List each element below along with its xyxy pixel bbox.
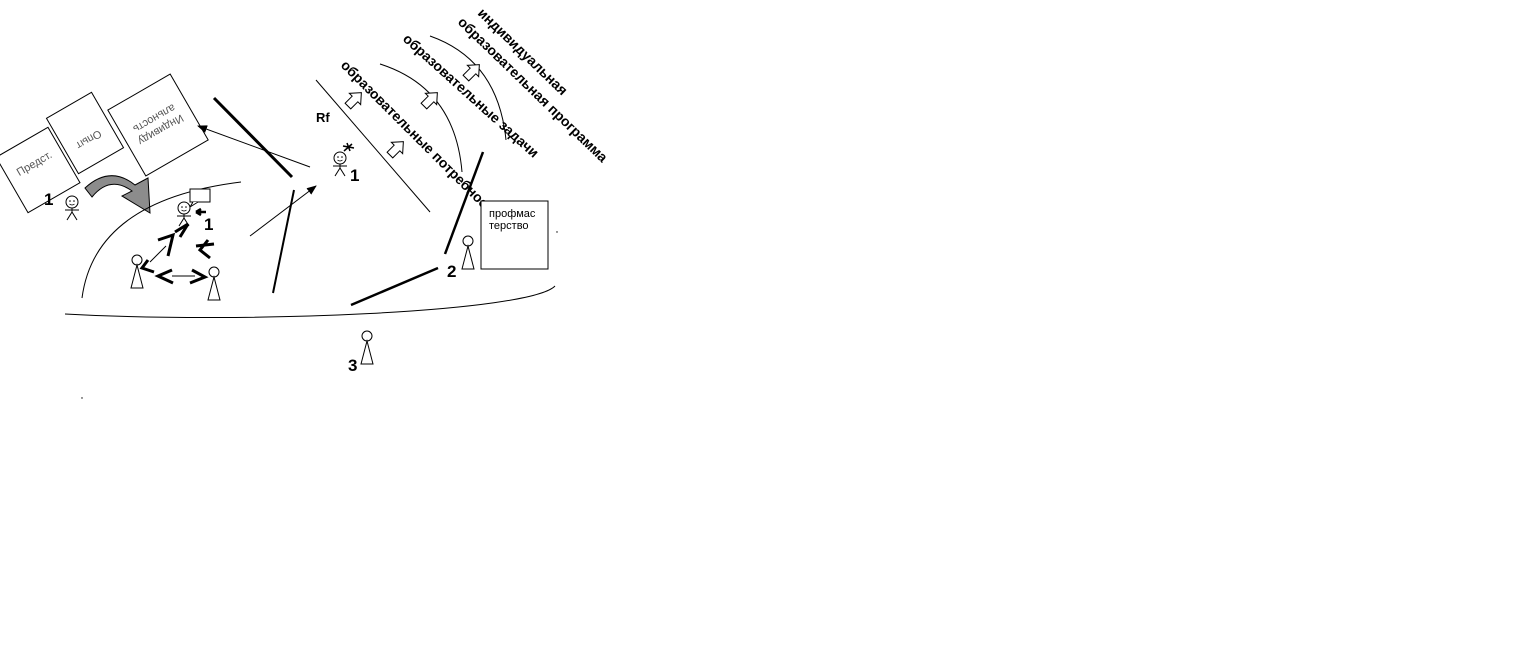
person-icon bbox=[461, 235, 475, 270]
profbox-line2: терство bbox=[489, 220, 529, 232]
arc-label-needs: образовательные потребности bbox=[338, 57, 503, 222]
arrow-to-rf bbox=[249, 185, 317, 237]
outer-arc bbox=[64, 285, 556, 318]
program-arc bbox=[429, 35, 507, 141]
not-equal-mark bbox=[195, 239, 215, 260]
profmasterstvo-box: профмас терство bbox=[480, 200, 549, 270]
star-icon bbox=[342, 142, 355, 152]
greater-than-mark bbox=[189, 268, 209, 285]
label-num-left: 1 bbox=[44, 190, 53, 209]
hollow-arrow-icon bbox=[417, 86, 444, 113]
hollow-arrow-icon bbox=[383, 135, 410, 162]
speech-bubble-icon bbox=[189, 188, 211, 208]
tasks-arc bbox=[379, 63, 463, 173]
curved-arrow-icon bbox=[84, 175, 151, 214]
double-arrow-icon bbox=[149, 245, 167, 263]
dot bbox=[556, 231, 558, 233]
thick-line bbox=[443, 151, 485, 255]
label-num-three: 3 bbox=[348, 356, 357, 375]
card-opyt: Опыт bbox=[45, 91, 125, 175]
label-rf: Rf bbox=[316, 110, 330, 125]
smiley-figure-icon bbox=[176, 201, 192, 227]
dot bbox=[81, 397, 83, 399]
label-num-rf: 1 bbox=[350, 166, 359, 185]
thick-line bbox=[212, 96, 294, 179]
angle-mark bbox=[157, 232, 176, 257]
person-icon bbox=[130, 254, 144, 289]
pointer-icon bbox=[195, 207, 206, 217]
label-num-center: 1 bbox=[204, 215, 213, 234]
person-icon bbox=[360, 330, 374, 365]
angle-mark bbox=[174, 222, 190, 238]
angle-mark bbox=[139, 259, 155, 274]
inner-arc bbox=[81, 181, 242, 299]
smiley-figure-icon bbox=[64, 195, 80, 221]
less-than-mark bbox=[154, 268, 174, 285]
smiley-figure-icon bbox=[332, 151, 348, 177]
arrow-to-individ bbox=[197, 125, 311, 168]
person-icon bbox=[207, 266, 221, 301]
card-individ: Индивиду альность bbox=[107, 73, 209, 177]
thick-line bbox=[350, 266, 439, 307]
card-predst: Предст. bbox=[0, 126, 81, 214]
profbox-line1: профмас bbox=[489, 208, 536, 220]
label-num-two: 2 bbox=[447, 262, 456, 281]
thick-line bbox=[272, 189, 295, 294]
needs-boundary-line bbox=[315, 79, 431, 213]
